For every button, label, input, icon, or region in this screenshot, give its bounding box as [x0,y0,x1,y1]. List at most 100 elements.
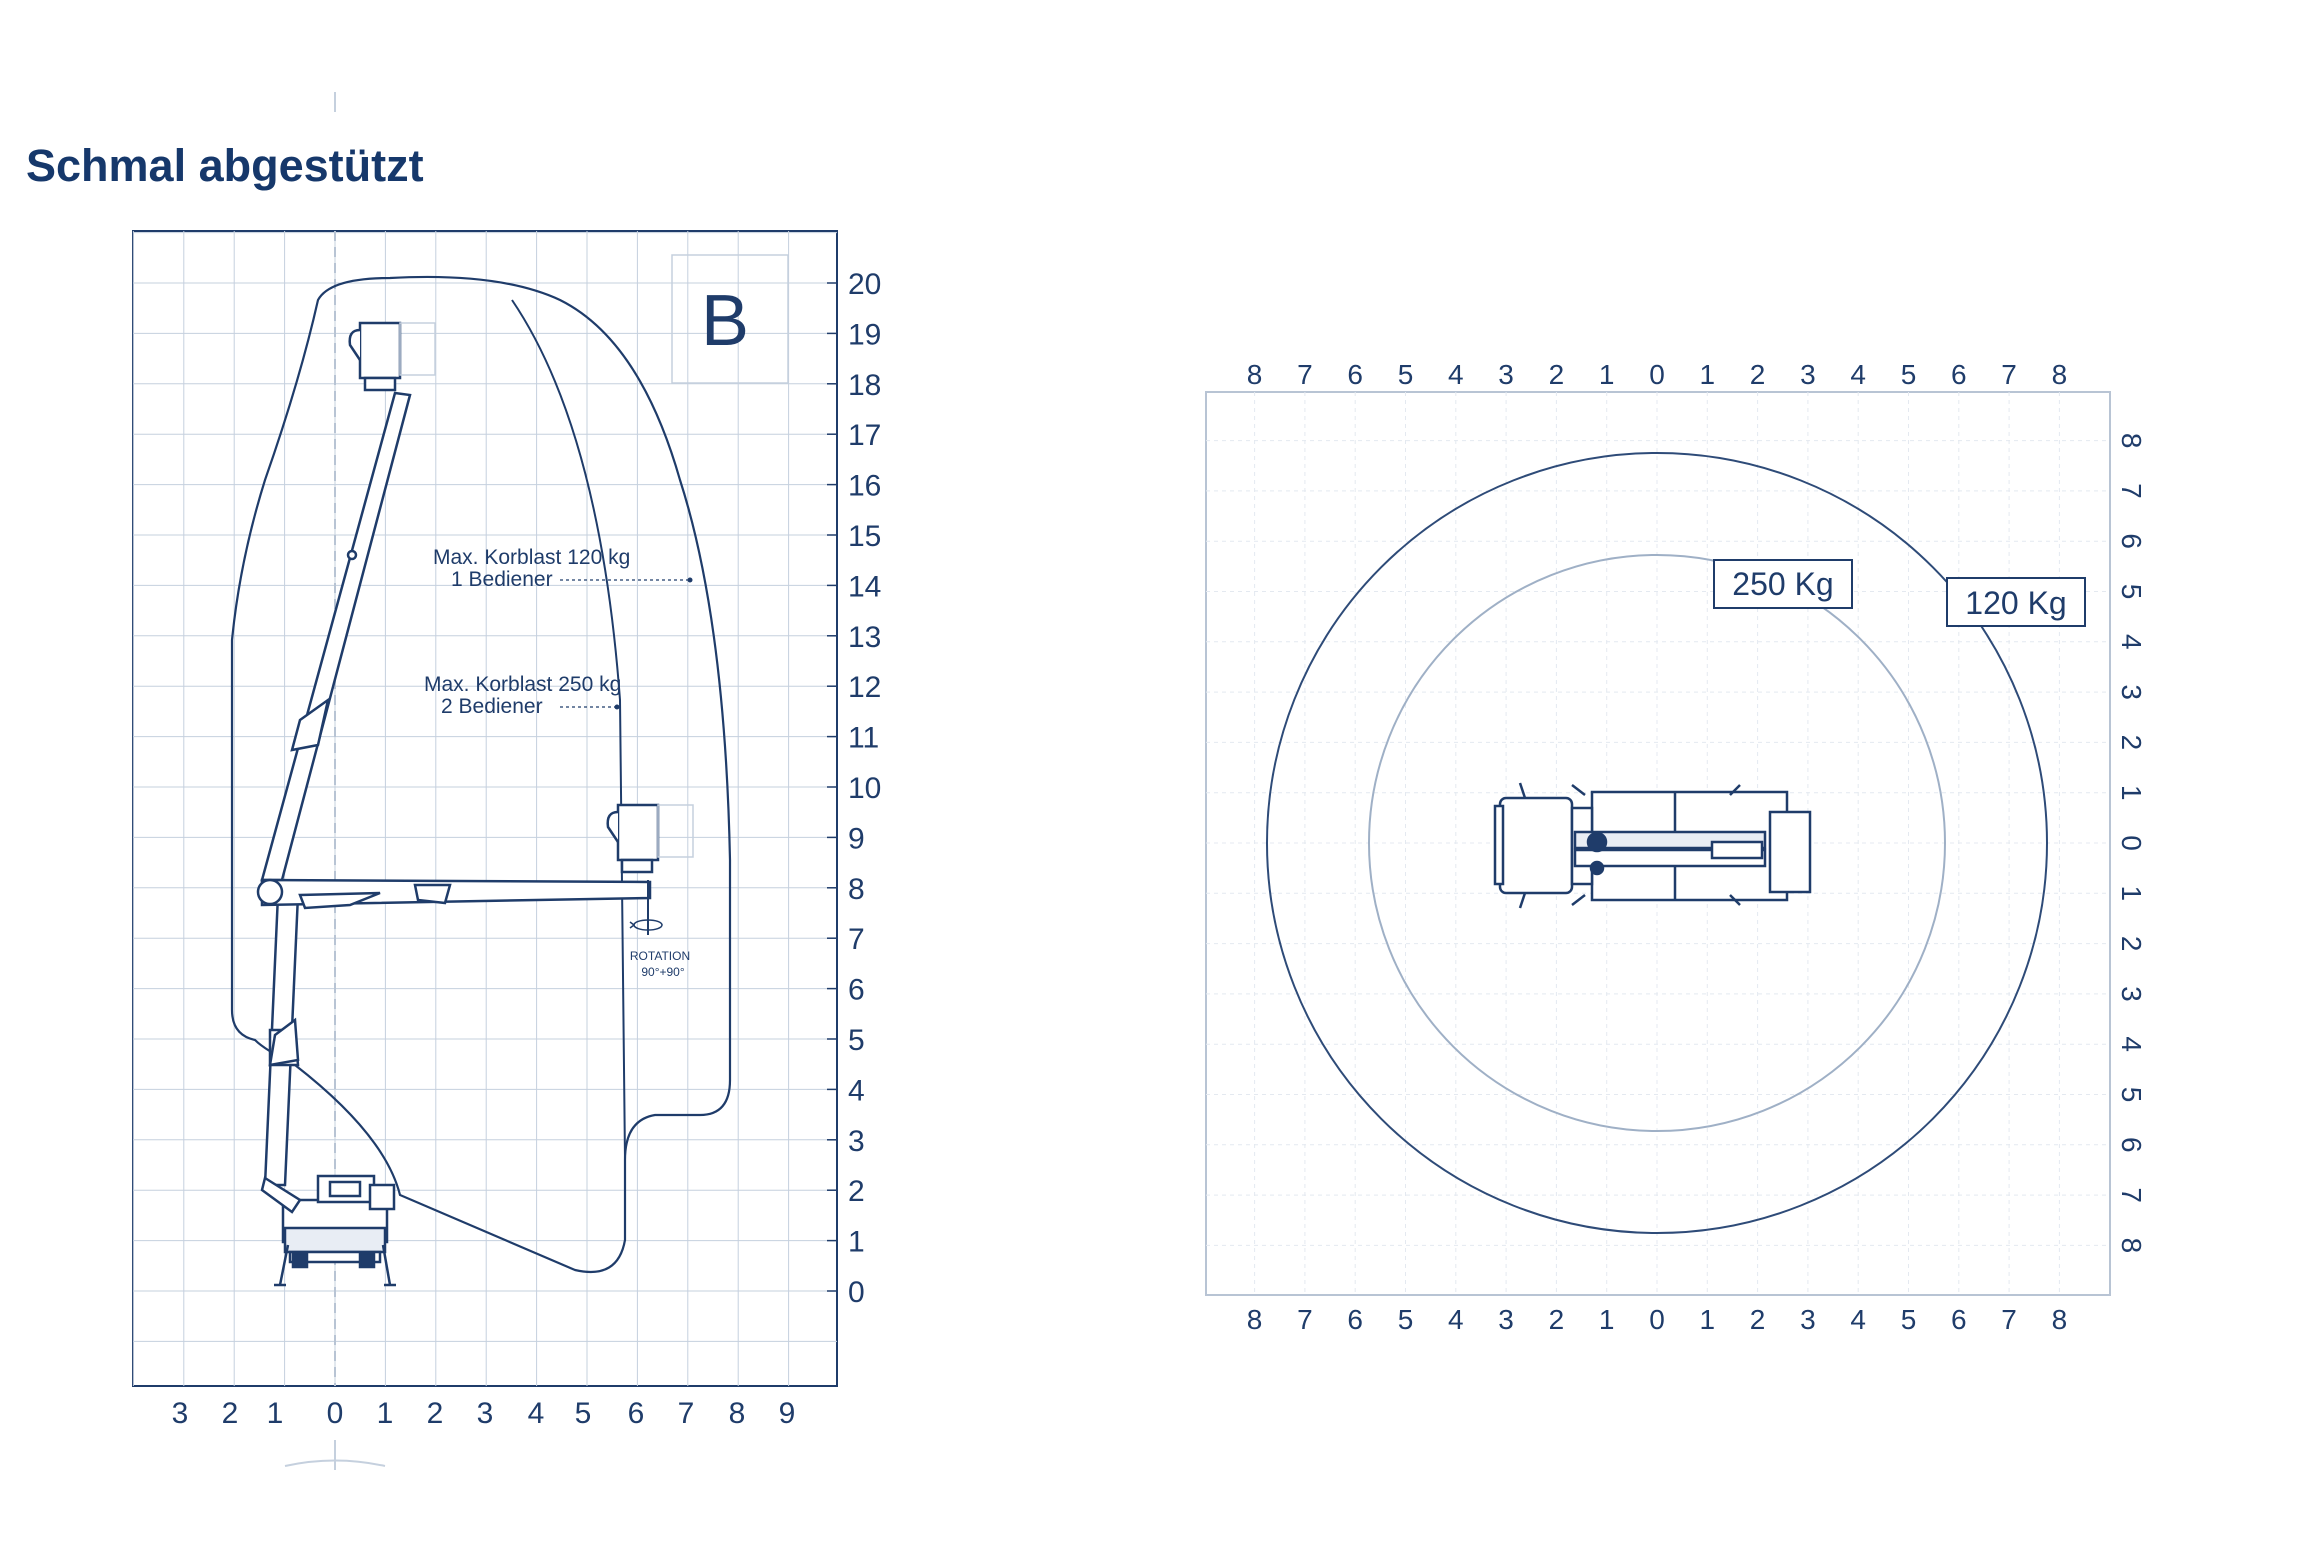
side-y-tick-label: 14 [848,570,881,603]
top-x-tick-label: 4 [1850,359,1866,390]
badge-letter: B [701,281,749,361]
load-250-line2: 2 Bediener [441,695,543,718]
side-y-tick-label: 4 [848,1074,865,1107]
top-x-tick-label: 5 [1901,359,1917,390]
top-x-tick-label: 6 [1951,359,1967,390]
top-x-tick-label: 1 [1700,359,1716,390]
top-y-tick-label: 5 [2116,584,2147,600]
side-x-tick-label: 0 [327,1397,344,1430]
side-x-tick-label: 2 [427,1397,444,1430]
top-y-tick-label: 2 [2116,936,2147,952]
side-x-tick-label: 7 [678,1397,695,1430]
side-x-tick-label: 9 [779,1397,796,1430]
side-x-tick-label: 1 [377,1397,394,1430]
top-view-diagram: 250 Kg 120 Kg 8 7 6 5 4 3 2 1 0 1 2 3 4 5 6 7 8 8 7 6 5 4 3 2 1… [1205,359,2147,1335]
side-y-tick-label: 17 [848,419,881,452]
side-view-diagram: B Max. Korblast 120 kg 1 Bediener Max. K… [132,92,881,1470]
top-x-tick-label: 2 [1549,359,1565,390]
side-y-tick-label: 12 [848,671,881,704]
load-120-line1: Max. Korblast 120 kg [433,546,630,569]
outer-load-label: 120 Kg [1965,585,2066,621]
side-x-tick-label: 3 [172,1397,189,1430]
truck-icon [274,1174,396,1287]
inner-label-box [1713,559,1853,609]
aerial-platform-boom-icon [256,391,652,1214]
load-120-line2: 1 Bediener [451,568,553,591]
top-y-tick-label: 2 [2116,735,2147,751]
top-x-tick-label: 4 [1850,1304,1866,1335]
side-x-tick-label: 3 [477,1397,494,1430]
top-x-tick-label: 2 [1750,359,1766,390]
top-y-tick-label: 7 [2116,1187,2147,1203]
side-y-tick-label: 20 [848,268,881,301]
top-view-x-axis-top: 8 7 6 5 4 3 2 1 0 1 2 3 4 5 6 7 8 [1247,359,2067,390]
inner-load-label: 250 Kg [1732,566,1833,602]
side-y-tick-label: 16 [848,470,881,503]
top-x-tick-label: 7 [2001,359,2017,390]
top-x-tick-label: 3 [1498,1304,1514,1335]
top-y-tick-label: 3 [2116,986,2147,1002]
side-x-tick-label: 5 [575,1397,592,1430]
outer-label-box [1946,577,2086,627]
side-x-tick-label: 2 [222,1397,239,1430]
top-y-tick-label: 8 [2116,433,2147,449]
top-x-tick-label: 1 [1599,1304,1615,1335]
top-x-tick-label: 4 [1448,1304,1464,1335]
side-y-tick-label: 8 [848,873,865,906]
top-x-tick-label: 1 [1700,1304,1716,1335]
badge-frame [671,254,789,384]
top-x-tick-label: 5 [1901,1304,1917,1335]
top-x-tick-label: 8 [1247,359,1263,390]
top-y-tick-label: 8 [2116,1238,2147,1254]
top-x-tick-label: 3 [1800,359,1816,390]
top-x-tick-label: 4 [1448,359,1464,390]
top-y-tick-label: 0 [2116,835,2147,851]
side-y-tick-label: 13 [848,621,881,654]
top-x-tick-label: 0 [1649,359,1665,390]
top-x-tick-label: 7 [1297,1304,1313,1335]
side-y-tick-label: 0 [848,1276,865,1309]
side-view-grid [132,231,837,1386]
side-x-tick-label: 6 [628,1397,645,1430]
top-x-tick-label: 6 [1347,1304,1363,1335]
rotation-value: 90°+90° [641,965,685,979]
side-y-tick-label: 10 [848,772,881,805]
top-x-tick-label: 5 [1398,359,1414,390]
load-250-line1: Max. Korblast 250 kg [424,673,621,696]
top-x-tick-label: 8 [1247,1304,1263,1335]
top-x-tick-label: 7 [1297,359,1313,390]
top-x-tick-label: 8 [2052,359,2068,390]
outer-reach-circle [1266,452,2048,1234]
side-x-tick-label: 8 [729,1397,746,1430]
top-x-tick-label: 7 [2001,1304,2017,1335]
rotation-icon [629,919,663,931]
top-x-tick-label: 6 [1347,359,1363,390]
top-x-tick-label: 3 [1498,359,1514,390]
side-y-tick-label: 3 [848,1125,865,1158]
side-y-tick-label: 15 [848,520,881,553]
top-y-tick-label: 6 [2116,1137,2147,1153]
working-envelope [230,275,732,1274]
rotation-label: ROTATION [630,949,690,963]
top-y-tick-label: 6 [2116,533,2147,549]
top-y-tick-label: 5 [2116,1087,2147,1103]
top-x-tick-label: 5 [1398,1304,1414,1335]
top-x-tick-label: 1 [1599,359,1615,390]
side-y-tick-label: 9 [848,822,865,855]
top-x-tick-label: 8 [2052,1304,2068,1335]
top-x-tick-label: 3 [1800,1304,1816,1335]
top-y-tick-label: 1 [2116,886,2147,902]
inner-envelope-line [511,299,626,1161]
basket-icon [348,321,694,874]
truck-top-view-icon [1493,782,1812,909]
top-y-tick-label: 3 [2116,684,2147,700]
page-title: Schmal abgestützt [26,140,424,191]
side-y-tick-label: 19 [848,318,881,351]
side-view-frame [132,230,838,1387]
top-y-tick-label: 4 [2116,634,2147,650]
side-x-tick-label: 4 [528,1397,545,1430]
side-y-tick-label: 2 [848,1175,865,1208]
top-x-tick-label: 6 [1951,1304,1967,1335]
